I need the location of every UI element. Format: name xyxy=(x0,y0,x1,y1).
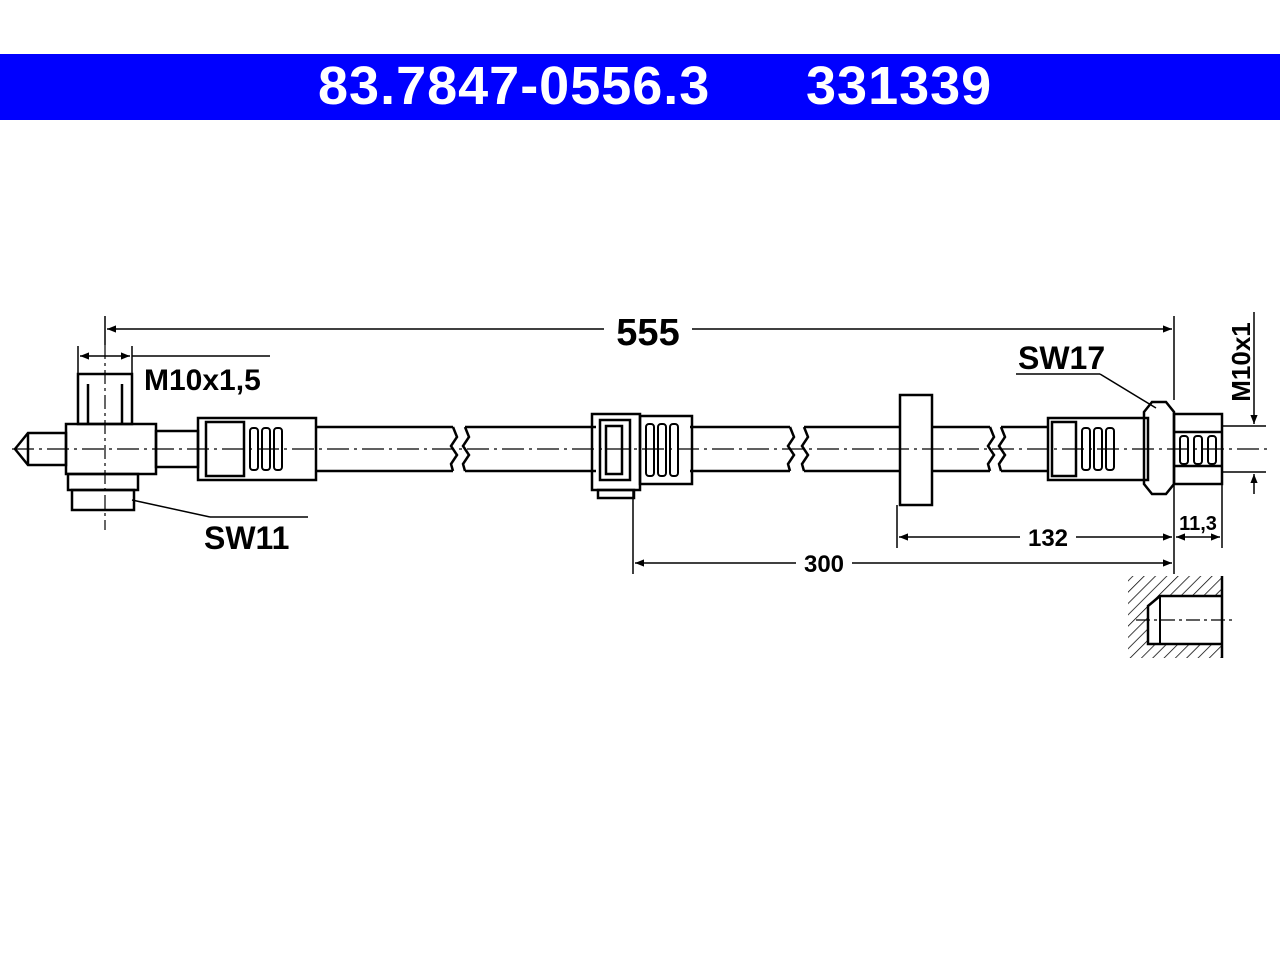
wrench-left-label: SW11 xyxy=(204,520,289,556)
ref-number: 331339 xyxy=(806,56,993,116)
dimension-thread-left: M10x1,5 xyxy=(77,346,270,397)
left-crimp-ferrule xyxy=(196,416,318,482)
dimension-555: 555 xyxy=(104,312,1175,400)
port-section-detail xyxy=(1128,576,1232,658)
dimension-555-label: 555 xyxy=(616,312,679,354)
dimension-132: 132 xyxy=(899,525,1172,552)
middle-bracket-clip xyxy=(590,412,694,500)
thread-left-label: M10x1,5 xyxy=(144,364,261,397)
header-band: 83.7847-0556.3 331339 xyxy=(0,54,1280,120)
hose-segments xyxy=(316,425,1048,473)
wrench-left-callout: SW11 xyxy=(131,499,308,556)
thread-right-label: M10x1 xyxy=(1226,322,1256,402)
dimension-11-3-label: 11,3 xyxy=(1179,513,1217,535)
dimension-300-label: 300 xyxy=(804,551,844,578)
right-crimp-ferrule xyxy=(1046,416,1150,482)
dimension-132-label: 132 xyxy=(1028,525,1068,552)
wrench-right-label: SW17 xyxy=(1018,340,1105,376)
right-hex-fitting xyxy=(1142,400,1224,496)
wrench-right-callout: SW17 xyxy=(1016,340,1157,409)
grommet xyxy=(898,393,934,507)
dimension-300: 300 xyxy=(635,548,1175,578)
part-number: 83.7847-0556.3 xyxy=(318,56,711,116)
dimension-thread-right: M10x1 xyxy=(1222,312,1266,494)
dimension-11-3: 11,3 xyxy=(1173,484,1223,548)
